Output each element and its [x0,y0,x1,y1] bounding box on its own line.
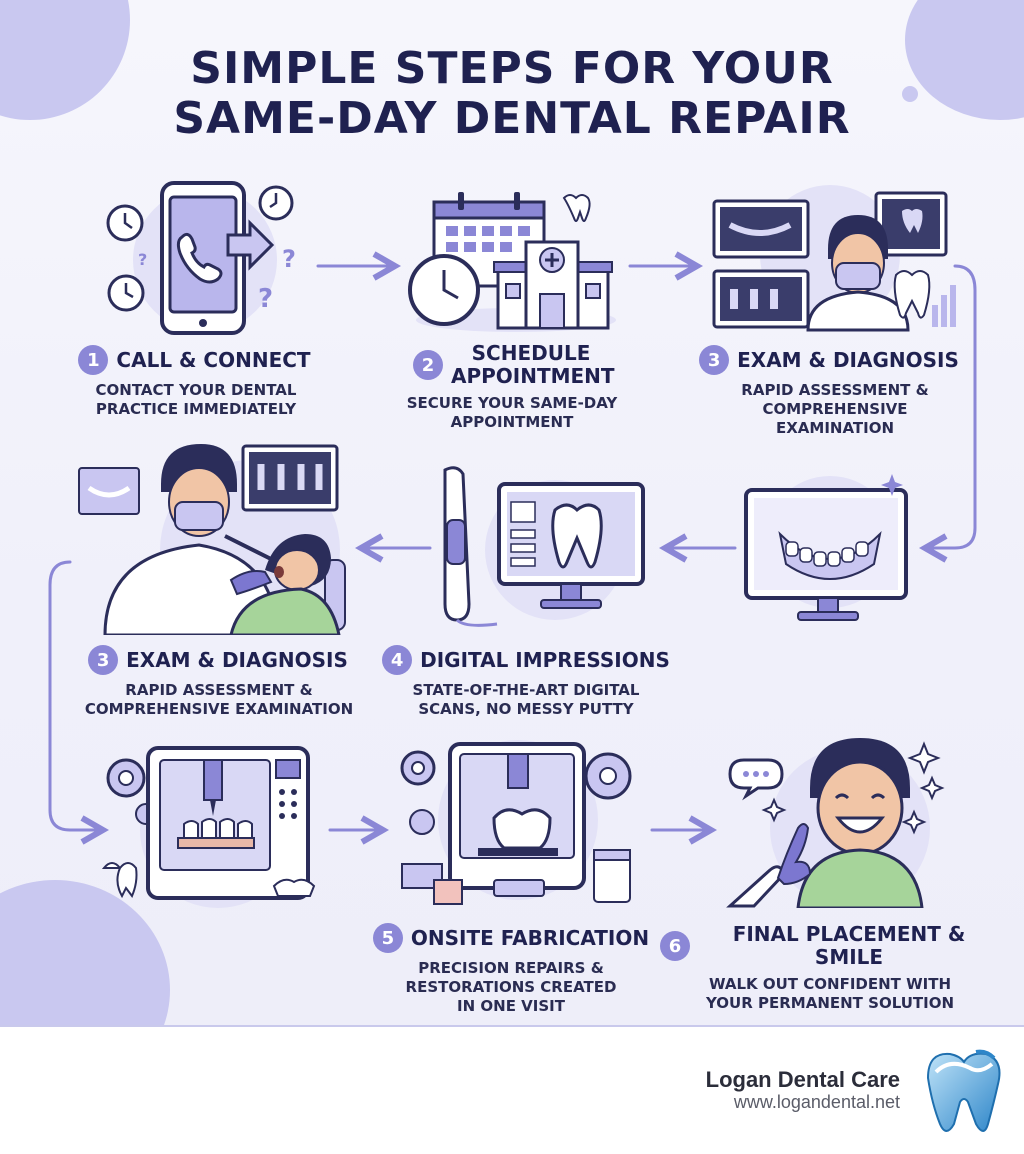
step-label: EXAM & DIAGNOSIS [737,347,959,372]
step-label: FINAL PLACEMENT & SMILE [732,922,966,969]
arrow-down-right [48,560,100,830]
decor-dot [902,86,918,102]
step-description: WALK OUT CONFIDENT WITH YOUR PERMANENT S… [705,975,955,1012]
step-number-badge: 4 [382,645,413,675]
step-description: RAPID ASSESSMENT & COMPREHENSIVE EXAMINA… [84,681,354,718]
flow-arrows [48,0,977,1025]
arrow-down-left [928,264,977,548]
step-number-badge: 1 [78,345,109,375]
step-6: 6 FINAL PLACEMENT & SMILE WALK OUT CONFID… [660,923,1000,1013]
step-2: 2 SCHEDULE APPOINTMENT SECURE YOUR SAME-D… [392,342,632,432]
step-3-repeat: 3 EXAM & DIAGNOSIS RAPID ASSESSMENT & COM… [68,645,368,719]
dentist-xray-icon [710,185,960,335]
step-label: SCHEDULE APPOINTMENT [451,341,615,388]
step-description: PRECISION REPAIRS & RESTORATIONS CREATED… [405,959,617,1015]
step-3: 3 EXAM & DIAGNOSIS RAPID ASSESSMENT & COM… [684,345,974,438]
tooth-logo-icon [918,1048,1002,1142]
page-title-line-1: SIMPLE STEPS FOR YOUR [190,43,834,94]
step-description: CONTACT YOUR DENTAL PRACTICE IMMEDIATELY [95,381,297,418]
step-5: 5 ONSITE FABRICATION PRECISION REPAIRS & … [366,923,656,1016]
brand-url[interactable]: www.logandental.net [733,1092,900,1112]
step-description: SECURE YOUR SAME-DAY APPOINTMENT [406,394,618,431]
step-description: RAPID ASSESSMENT & COMPREHENSIVE EXAMINA… [741,381,929,437]
step-label: ONSITE FABRICATION [410,925,650,950]
dentist-patient-icon [75,440,350,635]
step-number-badge: 6 [660,931,690,961]
svg-text:?: ? [258,284,273,314]
step-label: CALL & CONNECT [116,347,311,372]
milling-machine-icon [100,738,330,908]
calendar-clinic-icon [406,190,621,335]
step-4: 4 DIGITAL IMPRESSIONS STATE-OF-THE-ART DI… [376,645,676,719]
phone-icon: ? ? ? [100,175,310,335]
page-title-line-2: SAME-DAY DENTAL REPAIR [173,93,851,144]
jaw-model-monitor-icon [740,470,920,630]
step-number-badge: 2 [413,350,443,380]
step-label: DIGITAL IMPRESSIONS [420,647,670,672]
step-number-badge: 5 [372,923,403,953]
step-number-badge: 3 [88,645,119,675]
step-1: 1 CALL & CONNECT CONTACT YOUR DENTAL PRAC… [62,345,327,419]
step-number-badge: 3 [699,345,730,375]
scanner-monitor-icon [425,460,655,630]
svg-text:?: ? [282,245,296,273]
infographic-panel: SIMPLE STEPS FOR YOUR SAME-DAY DENTAL RE… [0,0,1024,1027]
footer [0,1027,1024,1154]
smiling-patient-icon [700,728,950,908]
3d-printer-icon [398,730,638,910]
svg-text:?: ? [138,250,147,269]
brand-name: Logan Dental Care [705,1067,900,1092]
step-description: STATE-OF-THE-ART DIGITAL SCANS, NO MESSY… [412,681,640,718]
step-label: EXAM & DIAGNOSIS [126,647,348,672]
